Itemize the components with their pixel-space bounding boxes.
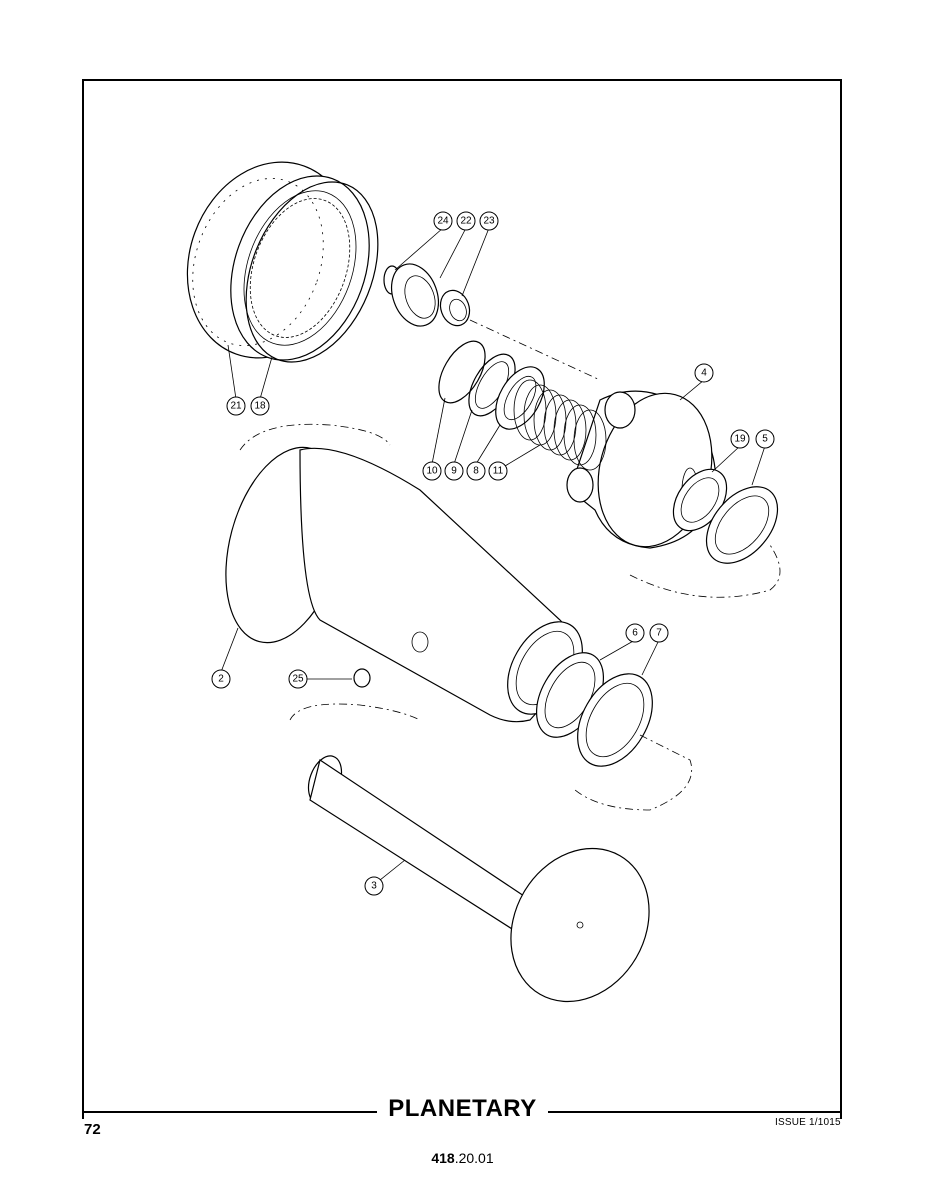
callout-2: 2 — [211, 627, 239, 689]
callout-5: 5 — [751, 429, 775, 486]
svg-text:25: 25 — [292, 674, 304, 685]
svg-text:3: 3 — [371, 881, 377, 892]
document-code-bold: 418 — [431, 1150, 455, 1166]
callout-21: 21 — [226, 344, 246, 416]
callout-4: 4 — [679, 363, 714, 401]
spring-11 — [513, 379, 607, 471]
ring-gear-21 — [186, 161, 370, 361]
page-title: PLANETARY — [388, 1095, 537, 1122]
svg-text:4: 4 — [701, 368, 707, 379]
svg-text:22: 22 — [460, 216, 472, 227]
svg-text:9: 9 — [451, 466, 457, 477]
callout-8: 8 — [466, 424, 501, 481]
frame-bottom-rule-right — [548, 1111, 842, 1113]
callout-24: 24 — [394, 211, 453, 271]
planet-gear-22 — [383, 263, 471, 327]
svg-text:21: 21 — [230, 401, 242, 412]
axle-housing-2 — [225, 423, 583, 723]
svg-text:8: 8 — [473, 466, 479, 477]
svg-text:5: 5 — [762, 434, 768, 445]
washer-8 — [495, 366, 545, 430]
issue-label: ISSUE 1/1015 — [775, 1117, 841, 1128]
svg-text:7: 7 — [656, 628, 662, 639]
snap-ring-10 — [438, 340, 486, 404]
svg-text:11: 11 — [493, 466, 504, 477]
callout-6: 6 — [599, 623, 645, 661]
svg-text:18: 18 — [254, 401, 266, 412]
callout-7: 7 — [641, 623, 669, 676]
callout-18: 18 — [250, 356, 273, 416]
callout-9: 9 — [444, 409, 473, 481]
svg-text:2: 2 — [218, 674, 224, 685]
drawing-frame — [82, 79, 842, 1119]
seal-7 — [577, 673, 653, 767]
document-code: 418.20.01 — [0, 1150, 925, 1166]
svg-text:23: 23 — [483, 216, 495, 227]
axle-shaft-3 — [307, 755, 650, 1003]
o-ring-18 — [245, 181, 379, 363]
callout-25: 25 — [288, 669, 352, 689]
callout-23: 23 — [461, 211, 499, 297]
frame-bottom-rule-left — [82, 1111, 377, 1113]
callout-10: 10 — [422, 397, 446, 481]
bearing-5 — [705, 486, 779, 564]
svg-text:19: 19 — [734, 434, 746, 445]
callout-19: 19 — [711, 429, 750, 473]
callout-22: 22 — [439, 211, 476, 279]
page-number: 72 — [84, 1121, 101, 1138]
svg-text:24: 24 — [437, 216, 449, 227]
callout-3: 3 — [364, 859, 406, 896]
plug-25 — [353, 668, 371, 688]
svg-text:6: 6 — [632, 628, 638, 639]
svg-text:10: 10 — [426, 466, 438, 477]
document-code-rest: .20.01 — [454, 1150, 494, 1166]
callout-11: 11 — [488, 444, 541, 481]
